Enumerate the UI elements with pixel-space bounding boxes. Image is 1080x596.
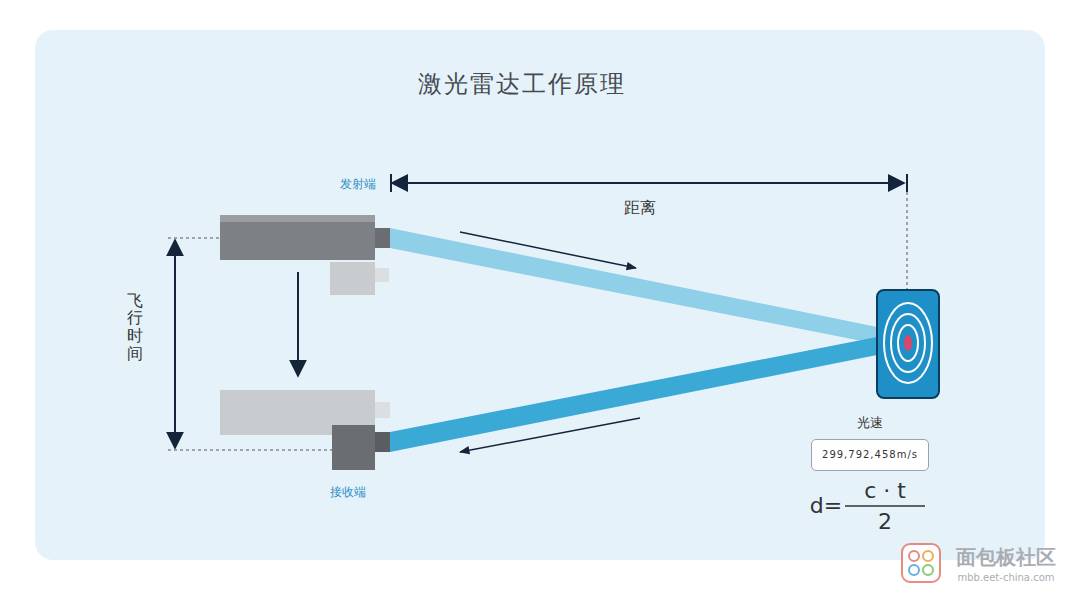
formula-text: 2 bbox=[878, 509, 892, 535]
emitter-ghost bbox=[330, 262, 375, 295]
watermark-logo bbox=[902, 544, 940, 582]
end-label: 发射端 bbox=[340, 177, 376, 191]
fraction-bar bbox=[845, 505, 925, 507]
distance-line bbox=[392, 182, 904, 184]
end-label: 接收端 bbox=[330, 485, 366, 499]
target-center bbox=[904, 335, 912, 351]
target-ring bbox=[891, 314, 925, 372]
emitter-top bbox=[220, 215, 375, 222]
emitter-body bbox=[220, 215, 375, 260]
speed-box: 光速299,792,458m/s bbox=[811, 439, 929, 471]
receiver-ghost-nozzle bbox=[375, 402, 390, 418]
tick bbox=[906, 174, 908, 192]
watermark: mbb.eet-china.com bbox=[957, 572, 1054, 584]
formula-text: d= bbox=[810, 493, 842, 519]
direction-arrow bbox=[460, 418, 640, 452]
time-line bbox=[174, 240, 176, 448]
node-text: 299,792,458m/s bbox=[822, 440, 918, 470]
target-ring bbox=[898, 325, 918, 361]
direction-arrow bbox=[460, 232, 636, 268]
receiver-nozzle bbox=[375, 432, 390, 452]
emitter-ghost-nozzle bbox=[375, 268, 389, 282]
formula-text: c · t bbox=[864, 478, 906, 504]
receiver-body bbox=[332, 425, 375, 470]
tick bbox=[390, 174, 392, 192]
outgoing-beam bbox=[390, 228, 882, 345]
dashed-guide bbox=[168, 450, 332, 451]
panel bbox=[35, 30, 1045, 560]
title: 激光雷达工作原理 bbox=[418, 70, 626, 99]
down-arrow bbox=[297, 272, 299, 376]
dimension-label: 距离 bbox=[620, 198, 660, 217]
dimension-label: 飞行时间 bbox=[127, 292, 143, 362]
target bbox=[877, 290, 939, 398]
node-heading: 光速 bbox=[792, 414, 948, 432]
return-beam bbox=[390, 336, 882, 452]
dashed-guide bbox=[168, 238, 222, 239]
emitter-nozzle bbox=[375, 228, 390, 248]
watermark: 面包板社区 bbox=[956, 545, 1056, 569]
dashed-guide bbox=[907, 192, 908, 290]
target-ring bbox=[884, 303, 932, 383]
